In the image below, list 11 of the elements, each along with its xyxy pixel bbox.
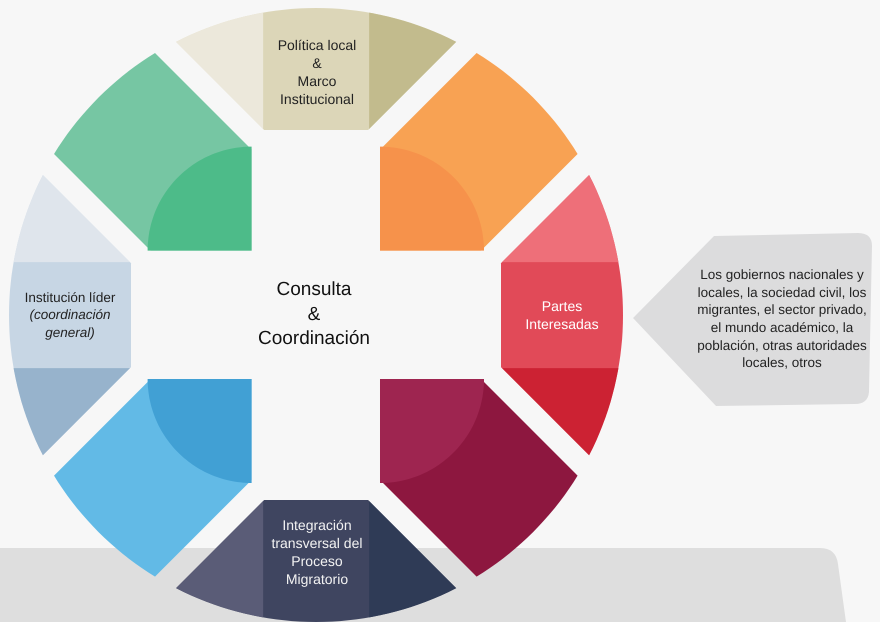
segment-label: Integración transversal del Proceso Migratorio	[270, 516, 363, 588]
callout-text: Los gobiernos nacionales y locales, la sociedad civil, los migrantes, el sector privado, el mundo académico, la población, otras autoridades locales, otros	[696, 266, 868, 372]
center-label: Consulta	[276, 278, 352, 302]
segment-label: Institución líder	[24, 288, 116, 306]
center-label: Coordinación	[258, 327, 370, 352]
segment-label: Política local	[278, 36, 356, 54]
segment-label: &	[312, 54, 322, 72]
segment-label: (coordinación general)	[28, 306, 112, 342]
segment-label: Partes Interesadas	[524, 296, 600, 334]
center-label: &	[308, 302, 320, 327]
segment-label: Marco Institucional	[279, 72, 355, 108]
